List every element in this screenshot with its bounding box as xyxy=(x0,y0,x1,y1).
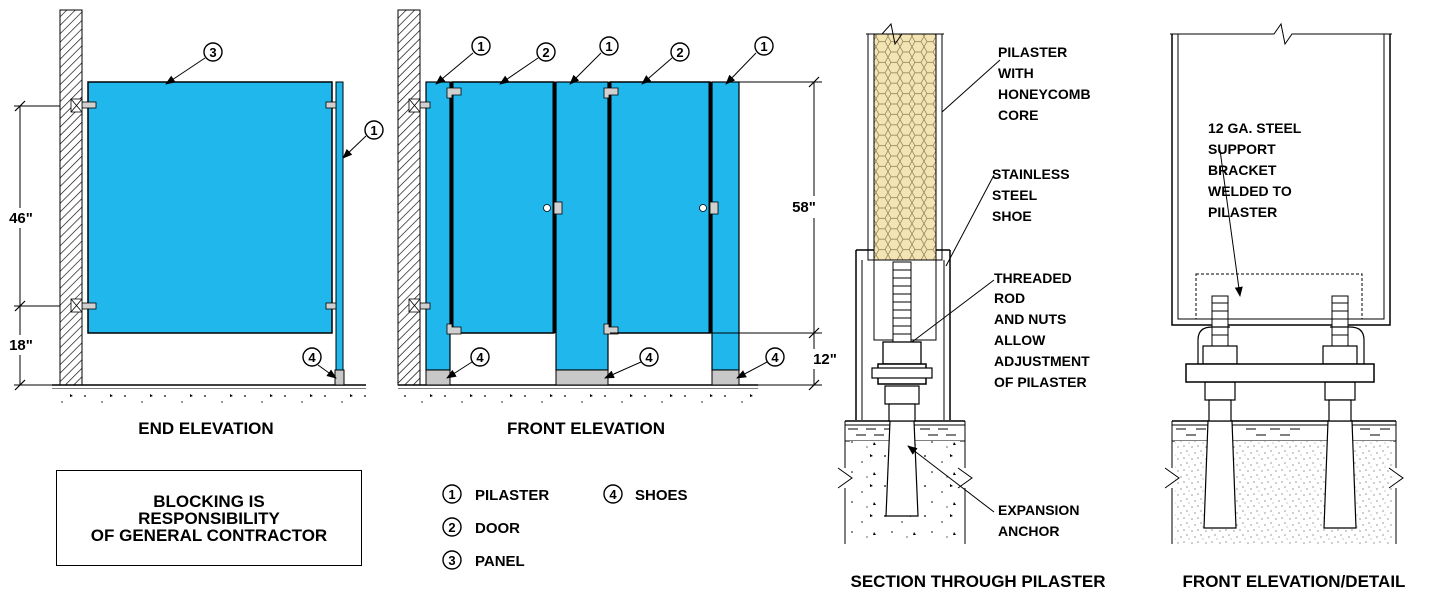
callout-door: 2 xyxy=(641,42,690,85)
svg-text:2: 2 xyxy=(676,45,683,60)
callout-pilaster: 1 xyxy=(569,36,619,85)
svg-text:1: 1 xyxy=(760,39,767,54)
svg-text:1: 1 xyxy=(448,487,455,502)
detail-view: 12 GA. STEEL SUPPORT BRACKET WELDED TO P… xyxy=(1164,22,1406,591)
front-elevation-view: 58" 12" 1 2 1 2 1 xyxy=(397,9,842,438)
door-1 xyxy=(451,81,555,334)
svg-text:4: 4 xyxy=(771,350,779,365)
wall-hatch xyxy=(59,9,83,386)
svg-text:4: 4 xyxy=(645,350,653,365)
end-elevation-title: END ELEVATION xyxy=(138,419,273,438)
callout-shoe: 4 xyxy=(302,347,337,379)
svg-text:4: 4 xyxy=(609,487,617,502)
note-line: RESPONSIBILITY xyxy=(138,508,280,528)
svg-text:PANEL: PANEL xyxy=(475,553,525,570)
svg-text:1: 1 xyxy=(605,39,612,54)
door-2 xyxy=(609,81,711,334)
svg-text:DOOR: DOOR xyxy=(475,520,520,537)
svg-text:3: 3 xyxy=(448,553,455,568)
dimension-18: 18" xyxy=(9,337,33,354)
svg-text:PILASTER: PILASTER xyxy=(475,487,549,504)
detail-title: FRONT ELEVATION/DETAIL xyxy=(1183,572,1406,591)
honeycomb-core xyxy=(873,33,937,261)
label-steel-shoe: STAINLESS STEEL SHOE xyxy=(992,166,1073,224)
callout-pilaster: 1 xyxy=(342,120,384,159)
legend: 1 PILASTER 2 DOOR 3 PANEL 4 SHOES xyxy=(442,484,688,570)
svg-text:2: 2 xyxy=(448,520,455,535)
svg-text:4: 4 xyxy=(308,350,316,365)
callout-shoe: 4 xyxy=(446,347,490,379)
svg-text:1: 1 xyxy=(370,123,377,138)
dimension-46: 46" xyxy=(9,210,33,227)
blocking-note: BLOCKING IS RESPONSIBILITY OF GENERAL CO… xyxy=(56,470,362,566)
legend-item-door: 2 DOOR xyxy=(442,517,520,537)
pilaster-side xyxy=(335,81,344,371)
section-view: PILASTER WITH HONEYCOMB CORE STAINLESS S… xyxy=(837,22,1106,591)
shoe xyxy=(711,369,740,386)
floor-slab xyxy=(52,389,366,404)
callout-shoe: 4 xyxy=(736,347,785,379)
wall-hatch xyxy=(397,9,421,386)
svg-text:1: 1 xyxy=(477,39,484,54)
label-support-bracket: 12 GA. STEEL SUPPORT BRACKET WELDED TO P… xyxy=(1208,120,1305,220)
end-elevation-view: 46" 18" 3 1 4 END ELEVATION xyxy=(4,9,384,438)
base-plate xyxy=(1185,363,1375,383)
floor-slab xyxy=(398,389,758,404)
svg-text:2: 2 xyxy=(542,45,549,60)
shoe xyxy=(425,369,451,386)
section-title: SECTION THROUGH PILASTER xyxy=(850,572,1105,591)
legend-item-shoes: 4 SHOES xyxy=(603,484,688,504)
panel-3 xyxy=(87,81,333,334)
label-pilaster-core: PILASTER WITH HONEYCOMB CORE xyxy=(998,44,1094,123)
note-line: BLOCKING IS xyxy=(153,491,265,511)
shoe xyxy=(334,369,345,386)
expansion-anchor xyxy=(885,420,919,517)
note-line: OF GENERAL CONTRACTOR xyxy=(90,525,328,545)
svg-text:3: 3 xyxy=(209,45,216,60)
label-threaded-rod: THREADED ROD AND NUTS ALLOW ADJUSTMENT O… xyxy=(994,270,1094,390)
legend-item-pilaster: 1 PILASTER xyxy=(442,484,549,504)
dimension-58: 58" xyxy=(792,199,816,216)
front-elevation-title: FRONT ELEVATION xyxy=(507,419,665,438)
pilaster-2 xyxy=(555,81,609,371)
callout-pilaster: 1 xyxy=(725,36,774,85)
svg-text:SHOES: SHOES xyxy=(635,487,688,504)
callout-shoe: 4 xyxy=(604,347,659,379)
pilaster-3 xyxy=(711,81,740,371)
pilaster-1 xyxy=(425,81,451,371)
support-bracket xyxy=(1195,273,1363,320)
shoe xyxy=(555,369,609,386)
dimension-12: 12" xyxy=(813,351,837,368)
stainless-steel-shoe xyxy=(855,249,951,420)
callout-door: 2 xyxy=(499,42,556,85)
label-expansion-anchor: EXPANSION ANCHOR xyxy=(998,502,1083,539)
callout-pilaster: 1 xyxy=(435,36,491,85)
svg-text:4: 4 xyxy=(476,350,484,365)
callout-panel: 3 xyxy=(165,42,223,85)
legend-item-panel: 3 PANEL xyxy=(442,550,525,570)
